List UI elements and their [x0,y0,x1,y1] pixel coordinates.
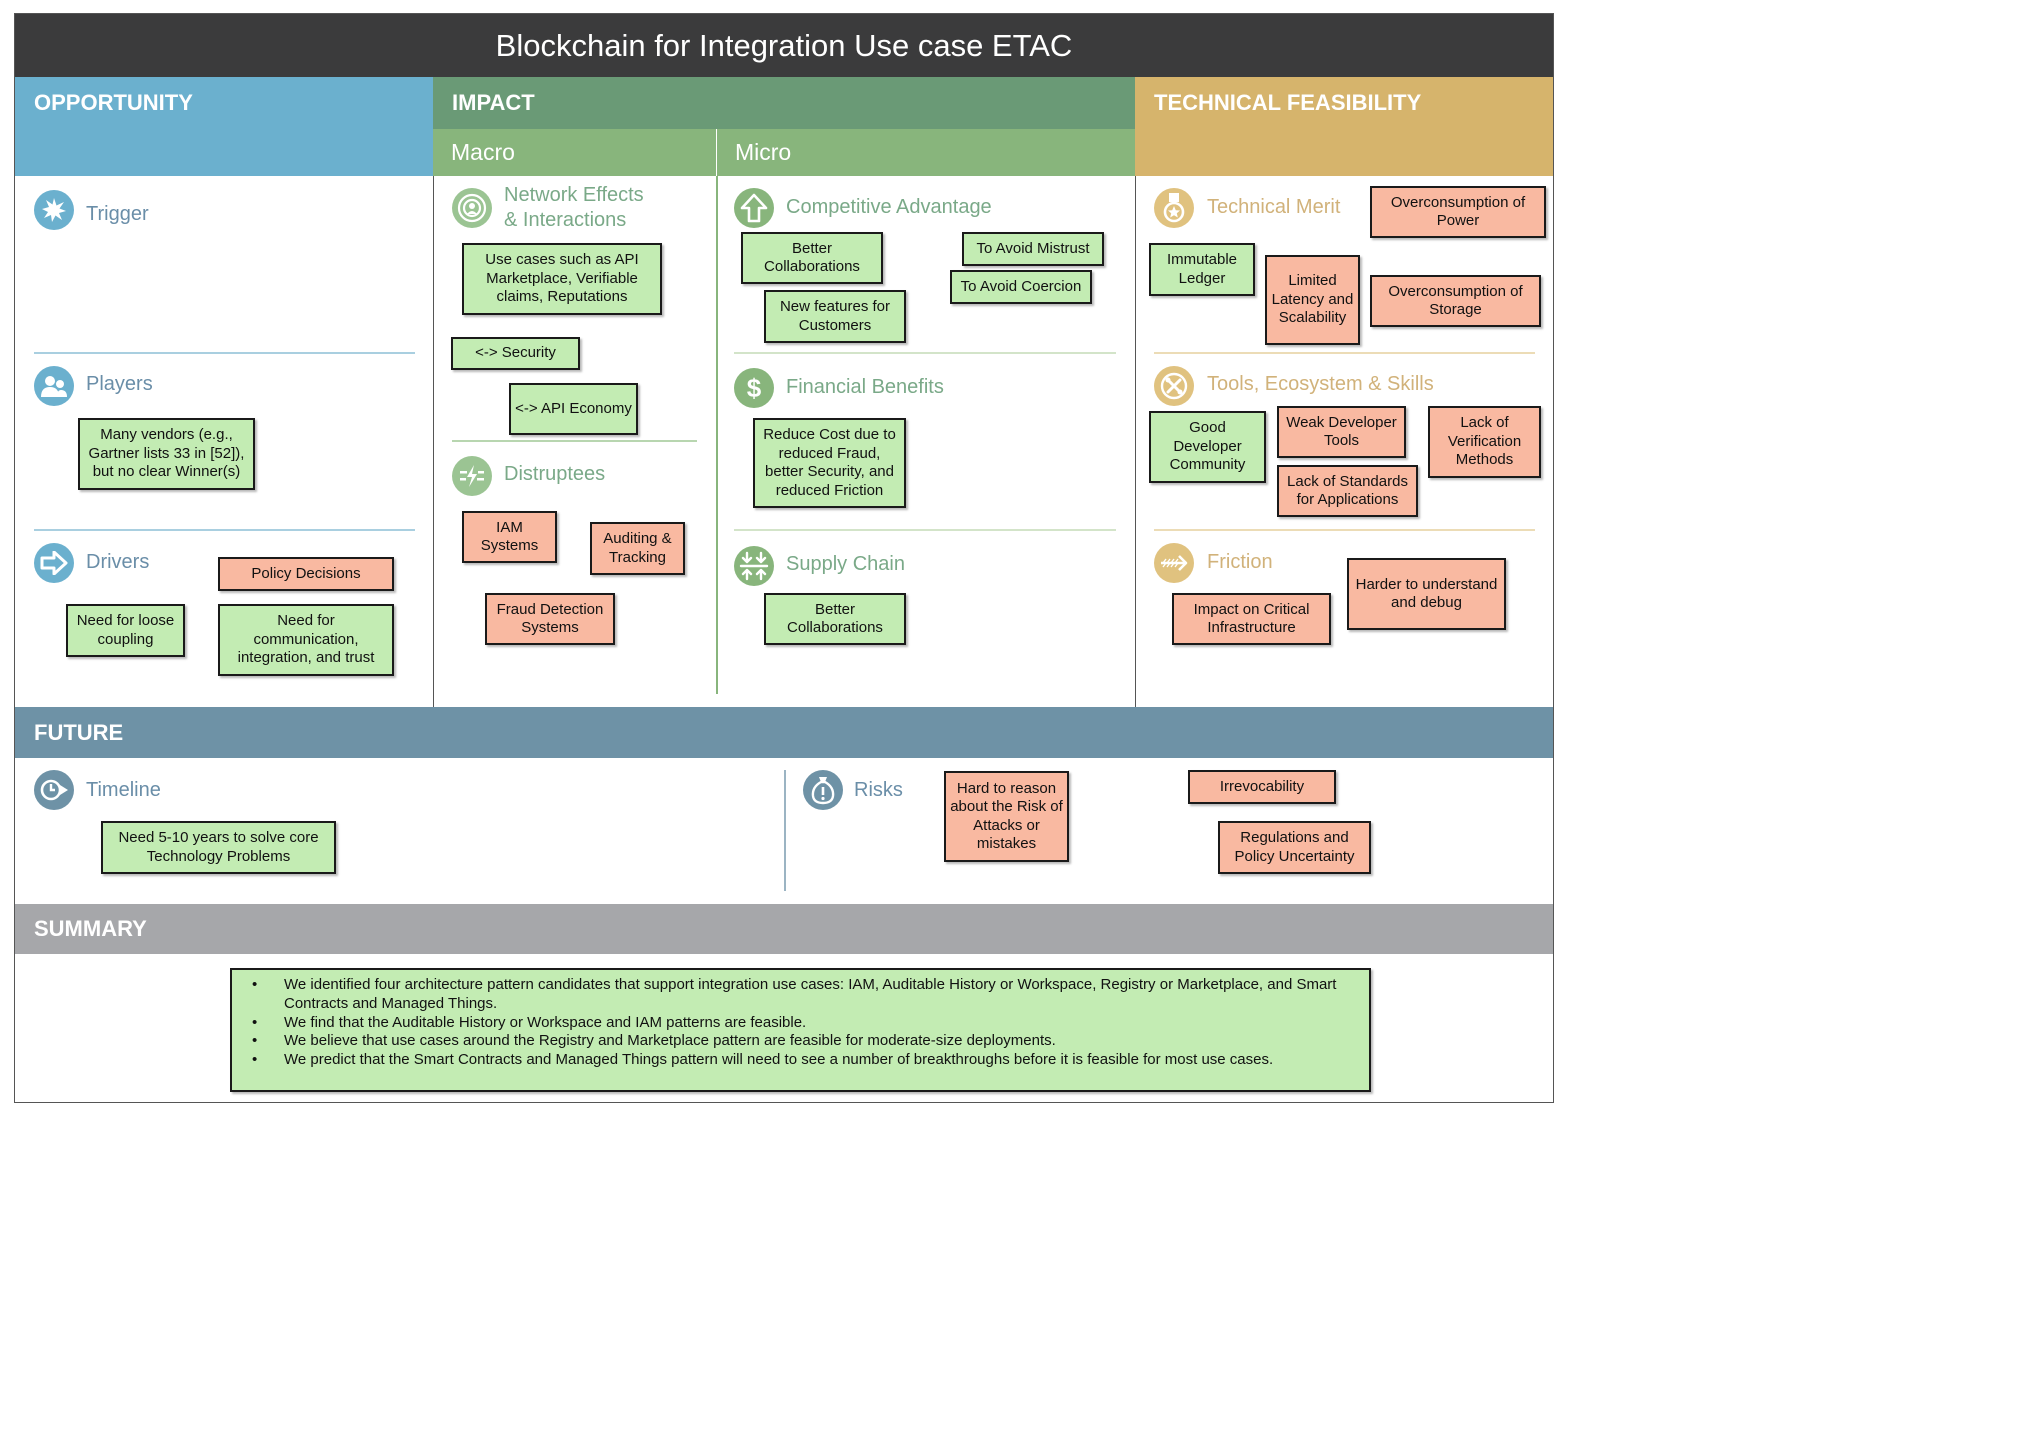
arrow-up-icon [734,188,774,228]
summary-header: SUMMARY [34,916,147,941]
warning-bag-icon [803,770,843,810]
competitive-note-coercion: To Avoid Coercion [950,270,1092,304]
feasibility-separator-2 [1154,529,1535,531]
star-burst-icon [34,190,74,230]
summary-band [15,904,1553,954]
summary-bullet-3: We believe that use cases around the Reg… [252,1032,1355,1051]
impact-feasibility-divider [1135,176,1136,707]
drivers-note-communication: Need for communication, integration, and… [218,604,394,676]
network-title-line1: Network Effects [504,184,644,206]
summary-bullet-4: We predict that the Smart Contracts and … [252,1051,1355,1070]
feasibility-separator-1 [1154,352,1535,354]
opportunity-separator-2 [34,529,415,531]
opportunity-header: OPPORTUNITY [34,90,193,115]
lightning-icon [452,456,492,496]
players-note-vendors: Many vendors (e.g., Gartner lists 33 in … [78,418,255,490]
medal-icon [1154,188,1194,228]
network-note-use-cases: Use cases such as API Marketplace, Verif… [462,243,662,315]
network-icon [452,188,492,228]
tools-icon [1154,366,1194,406]
friction-icon [1154,543,1194,583]
micro-separator-1 [734,352,1116,354]
macro-micro-body-divider [716,176,718,694]
merit-note-immutable: Immutable Ledger [1149,243,1255,296]
tools-note-weak-tools: Weak Developer Tools [1277,406,1406,458]
tools-title: Tools, Ecosystem & Skills [1207,373,1434,395]
future-header: FUTURE [34,719,124,745]
summary-bullet-2: We find that the Auditable History or Wo… [252,1014,1355,1033]
friction-note-critical: Impact on Critical Infrastructure [1172,593,1331,645]
supply-chain-title: Supply Chain [786,553,905,575]
timeline-note-years: Need 5-10 years to solve core Technology… [101,821,336,874]
macro-micro-divider [716,129,717,176]
players-title: Players [86,373,153,395]
risks-note-regulations: Regulations and Policy Uncertainty [1218,821,1371,874]
arrow-right-icon [34,543,74,583]
opportunity-band [15,77,433,176]
supply-chain-icon [734,546,774,586]
supply-note-collaborations: Better Collaborations [764,593,906,645]
competitive-note-new-features: New features for Customers [764,290,906,343]
network-title-line2: & Interactions [504,209,627,231]
impact-band [433,77,1135,129]
network-note-security: <-> Security [451,337,580,370]
tools-note-verification: Lack of Verification Methods [1428,406,1541,478]
dollar-icon: $ [734,368,774,408]
risks-note-irrevocability: Irrevocability [1188,770,1336,804]
technical-merit-title: Technical Merit [1207,196,1341,218]
drivers-title: Drivers [86,551,150,573]
tools-note-standards: Lack of Standards for Applications [1277,465,1418,517]
future-divider [784,770,786,891]
summary-bullet-1: We identified four architecture pattern … [252,976,1355,1014]
disruptees-note-fraud: Fraud Detection Systems [485,593,615,645]
impact-sub-band [433,129,1135,176]
financial-note-reduce-cost: Reduce Cost due to reduced Fraud, better… [753,418,906,508]
opportunity-impact-divider [433,176,434,707]
competitive-title: Competitive Advantage [786,196,992,218]
competitive-note-collaborations: Better Collaborations [741,232,883,284]
micro-separator-2 [734,529,1116,531]
disruptees-note-auditing: Auditing & Tracking [590,522,685,575]
summary-list: We identified four architecture pattern … [252,976,1355,1070]
macro-separator [452,440,697,442]
feasibility-band [1135,77,1553,176]
network-note-api-economy: <-> API Economy [509,383,638,435]
tools-note-community: Good Developer Community [1149,411,1266,483]
financial-title: Financial Benefits [786,376,944,398]
risks-title: Risks [854,779,903,801]
macro-header: Macro [451,139,515,165]
svg-text:$: $ [747,373,762,403]
trigger-title: Trigger [86,203,149,225]
merit-note-latency: Limited Latency and Scalability [1265,255,1360,345]
merit-note-power: Overconsumption of Power [1370,186,1546,238]
friction-note-harder: Harder to understand and debug [1347,558,1506,630]
drivers-note-policy: Policy Decisions [218,557,394,591]
drivers-note-loose-coupling: Need for loose coupling [66,604,185,657]
competitive-note-mistrust: To Avoid Mistrust [962,232,1104,266]
impact-header: IMPACT [452,90,535,115]
micro-header: Micro [735,139,792,165]
merit-note-storage: Overconsumption of Storage [1370,275,1541,327]
disruptees-note-iam: IAM Systems [462,511,557,563]
etac-canvas: Blockchain for Integration Use case ETAC… [0,0,1568,1112]
disruptees-title: Distruptees [504,463,606,485]
future-band [15,707,1553,758]
risks-note-hard-to-reason: Hard to reason about the Risk of Attacks… [944,771,1069,862]
timeline-title: Timeline [86,779,161,801]
friction-title: Friction [1207,551,1273,573]
people-icon [34,366,74,406]
opportunity-separator-1 [34,352,415,354]
feasibility-header: TECHNICAL FEASIBILITY [1154,90,1422,115]
page-title: Blockchain for Integration Use case ETAC [15,14,1553,77]
summary-box: We identified four architecture pattern … [230,968,1371,1092]
clock-arrow-icon [34,770,74,810]
